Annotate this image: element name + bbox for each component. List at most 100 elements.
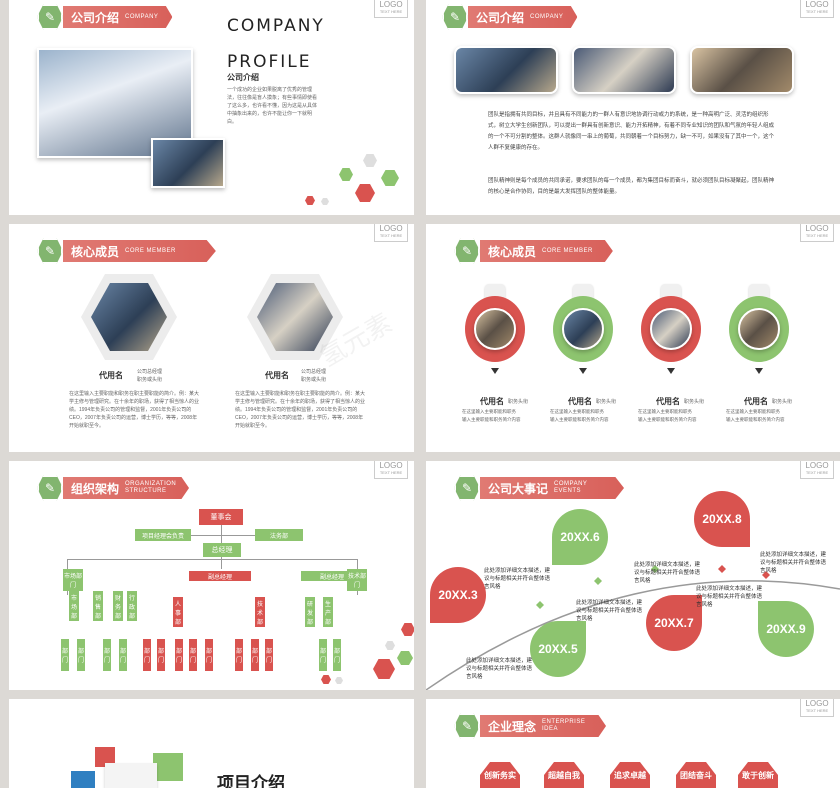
member-photo — [474, 308, 516, 350]
member-card[interactable] — [550, 284, 616, 374]
org-box-group-right[interactable]: 技术部门 — [347, 569, 367, 591]
org-box-leaf[interactable]: 部门 — [251, 639, 259, 671]
event-pin[interactable]: 20XX.5 — [530, 621, 586, 677]
org-box-dept[interactable]: 技术部 — [255, 597, 265, 627]
org-box-leaf[interactable]: 部门 — [333, 639, 341, 671]
edit-icon: ✎ — [37, 4, 63, 30]
subtitle: 公司介绍 — [227, 73, 259, 82]
section-subtitle: COMPANY EVENTS — [554, 481, 588, 494]
member-card[interactable] — [462, 284, 528, 374]
org-box-dept[interactable]: 行政部 — [127, 591, 137, 621]
org-box-leaf[interactable]: 部门 — [189, 639, 197, 671]
event-text: 此处添加详细文本描述，建议与标题相关并符合整体语言风格 — [466, 658, 533, 680]
org-box-leaf[interactable]: 部门 — [235, 639, 243, 671]
org-box-dept[interactable]: 研发部 — [305, 597, 315, 627]
org-box-right-aux[interactable]: 法务部 — [255, 529, 303, 541]
edit-icon: ✎ — [454, 238, 480, 264]
org-box-gm[interactable]: 总经理 — [203, 543, 241, 557]
member-card[interactable] — [638, 284, 704, 374]
intro-paragraph-1: 团队是指拥有共同目标，并且具有不同能力的一群人有意识地协调行动或力的系统，是一种… — [488, 112, 775, 151]
member-role: 职务头衔 — [508, 399, 529, 405]
deco-hex — [397, 651, 413, 665]
slide-project-intro[interactable]: 项目介绍 — [9, 699, 414, 788]
arrow-down-icon — [491, 368, 499, 374]
section-subtitle: CORE MEMBER — [542, 247, 593, 254]
edit-icon: ✎ — [37, 238, 63, 264]
org-box-leaf[interactable]: 部门 — [77, 639, 85, 671]
member-role: 职务头衔 — [684, 399, 705, 405]
member-desc: 在这里输入主要职能和职务在职主要职能的简介。例：某大学主修与管理研究。在十余年的… — [69, 391, 200, 429]
org-box-dept[interactable]: 财务部 — [113, 591, 123, 621]
org-box-leaf[interactable]: 部门 — [175, 639, 183, 671]
org-box-leaf[interactable]: 部门 — [143, 639, 151, 671]
org-box-vp-right[interactable]: 副总经理 — [301, 571, 363, 581]
deco-hex — [339, 168, 353, 181]
member-name: 代用名 — [656, 397, 680, 406]
arrow-down-icon — [667, 368, 675, 374]
org-box-leaf[interactable]: 部门 — [119, 639, 127, 671]
event-pin[interactable]: 20XX.8 — [694, 491, 750, 547]
section-title: 公司大事记 — [488, 481, 549, 496]
section-subtitle: CORE MEMBER — [125, 247, 176, 254]
member-card[interactable] — [726, 284, 792, 374]
member-name: 代用名 — [265, 371, 289, 380]
event-text: 此处添加详细文本描述，建议与标题相关并符合整体语言风格 — [484, 568, 551, 590]
org-box-leaf[interactable]: 部门 — [103, 639, 111, 671]
member-name: 代用名 — [568, 397, 592, 406]
org-box-dept[interactable]: 销售部 — [93, 591, 103, 621]
org-box-group-left[interactable]: 市场部门 — [63, 569, 83, 591]
heading-company: COMPANY — [227, 16, 325, 36]
heading-profile: PROFILE — [227, 52, 312, 72]
arrow-down-icon — [579, 368, 587, 374]
org-box-leaf[interactable]: 部门 — [61, 639, 69, 671]
section-title: 企业理念 — [488, 719, 537, 734]
org-box-leaf[interactable]: 部门 — [157, 639, 165, 671]
deco-hex — [321, 198, 329, 205]
org-box-dept[interactable]: 市场部 — [69, 591, 79, 621]
building-photo — [37, 48, 193, 158]
idea-badge[interactable]: 创新务实 — [480, 762, 520, 788]
event-pin[interactable]: 20XX.9 — [758, 601, 814, 657]
section-title: 组织架构 — [71, 481, 120, 496]
org-box-left-aux[interactable]: 项目经理会负责 — [135, 529, 191, 541]
org-box-leaf[interactable]: 部门 — [205, 639, 213, 671]
office-photo-1 — [454, 46, 558, 94]
org-box-dept[interactable]: 生产部 — [323, 597, 333, 627]
member-role: 职务头衔 — [772, 399, 793, 405]
idea-badge[interactable]: 团结奋斗 — [676, 762, 716, 788]
org-box-leaf[interactable]: 部门 — [265, 639, 273, 671]
org-box-leaf[interactable]: 部门 — [319, 639, 327, 671]
event-pin[interactable]: 20XX.7 — [646, 595, 702, 651]
deco-square — [105, 763, 157, 788]
event-text: 此处添加详细文本描述，建议与标题相关并符合整体语言风格 — [760, 552, 827, 574]
idea-badge[interactable]: 超越自我 — [544, 762, 584, 788]
deco-hex — [363, 154, 377, 167]
member-name: 代用名 — [744, 397, 768, 406]
org-box-vp-left[interactable]: 副总经理 — [189, 571, 251, 581]
event-pin[interactable]: 20XX.3 — [430, 567, 486, 623]
deco-square — [95, 747, 115, 767]
deco-hex — [321, 675, 331, 684]
idea-badge[interactable]: 追求卓越 — [610, 762, 650, 788]
event-pin[interactable]: 20XX.6 — [552, 509, 608, 565]
deco-square — [71, 771, 95, 788]
idea-badge[interactable]: 敢于创新 — [738, 762, 778, 788]
org-box-dept[interactable]: 人事部 — [173, 597, 183, 627]
org-box-board[interactable]: 董事会 — [199, 509, 243, 525]
event-text: 此处添加详细文本描述，建议与标题相关并符合整体语言风格 — [696, 586, 763, 608]
